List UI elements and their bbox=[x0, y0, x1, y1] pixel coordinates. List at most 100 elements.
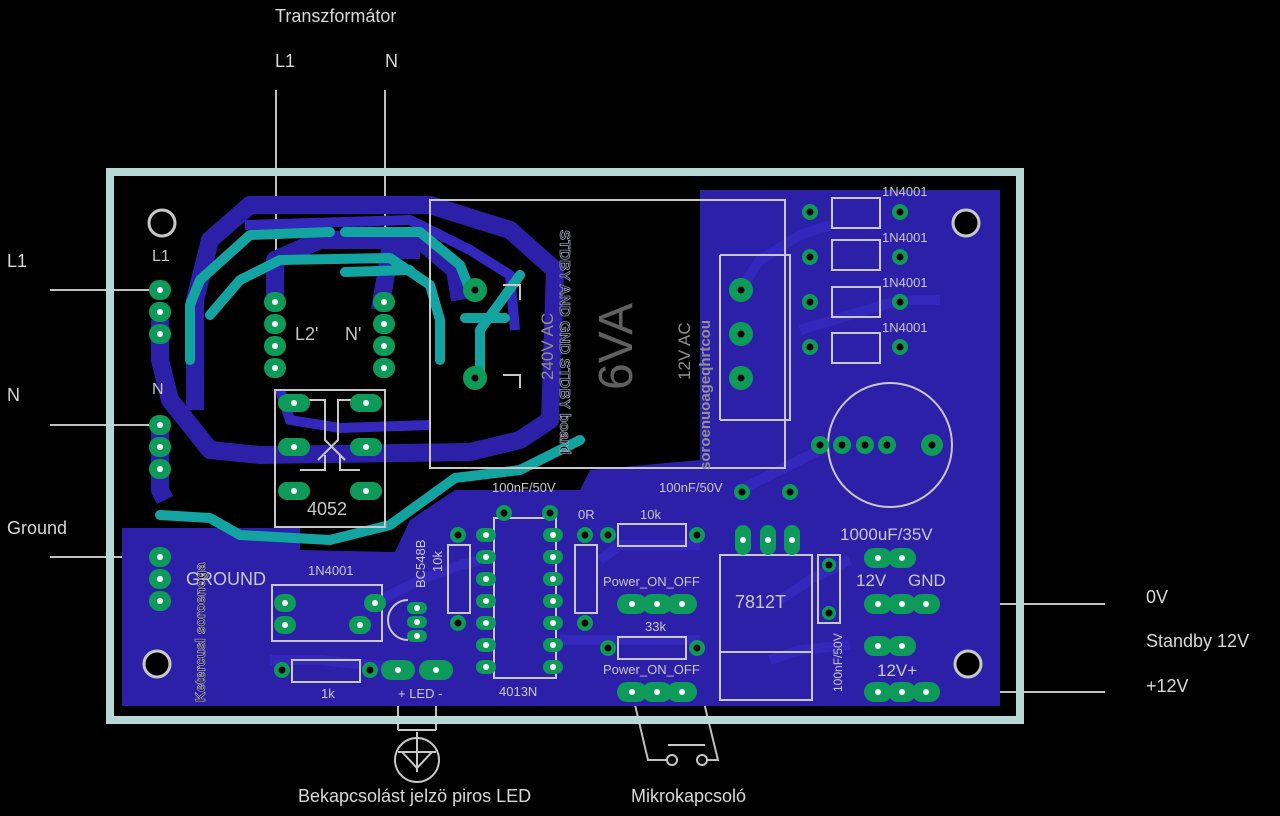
copper-right-strip bbox=[700, 190, 800, 500]
out-12vplus-label: 12V+ bbox=[877, 661, 917, 680]
pad-np-0-drill bbox=[381, 299, 387, 305]
pad-np-1-drill bbox=[381, 321, 387, 327]
res-0r-outline bbox=[574, 544, 598, 614]
pad-sw2-1-drill bbox=[629, 689, 635, 695]
cap-c3-outline bbox=[817, 554, 841, 624]
switch-2-label: Power_ON_OFF bbox=[603, 662, 700, 677]
pad-l2p-1-drill bbox=[272, 321, 278, 327]
pad-r0r-1-drill bbox=[581, 531, 589, 539]
pad-cap-2-drill bbox=[838, 441, 846, 449]
pad-led-2-drill bbox=[433, 667, 439, 673]
pad-relay-0-drill bbox=[291, 400, 297, 406]
label-n: N bbox=[152, 381, 164, 398]
pad-n-1-drill bbox=[157, 444, 163, 450]
pad-d5-1-drill bbox=[282, 600, 288, 606]
pad-diode-a-0-drill bbox=[806, 208, 814, 216]
diode-d5-outline bbox=[271, 584, 383, 642]
pad-r10k-2-drill bbox=[454, 619, 462, 627]
pad-np-3-drill bbox=[381, 365, 387, 371]
pad-l1-0-drill bbox=[157, 287, 163, 293]
res-10kv-label: 10k bbox=[430, 551, 445, 572]
pad-diode-k-2-drill bbox=[896, 298, 904, 306]
pad-reg-0-drill bbox=[740, 537, 746, 543]
transformer-n-label: N bbox=[385, 51, 398, 71]
pad-ic-r-6-drill bbox=[550, 664, 556, 670]
relay-label: 4052 bbox=[307, 499, 347, 519]
pad-relay-4-drill bbox=[291, 488, 297, 494]
pad-reg-1-drill bbox=[765, 537, 771, 543]
pad-diode-k-1-drill bbox=[896, 253, 904, 261]
pad-xfmr-s1-drill bbox=[737, 286, 745, 294]
pad-ic-l-2-drill bbox=[483, 576, 489, 582]
pad-d5-4-drill bbox=[357, 622, 363, 628]
pad-diode-k-0-drill bbox=[896, 208, 904, 216]
pad-sw2-2-drill bbox=[654, 689, 660, 695]
pad-diode-a-3-drill bbox=[806, 343, 814, 351]
label-l1: L1 bbox=[152, 248, 170, 265]
pad-r10kh-2-drill bbox=[693, 531, 701, 539]
transformer-title: Transzformátor bbox=[275, 6, 397, 26]
pad-sw1-3-drill bbox=[679, 601, 685, 607]
pad-transistor-2-drill bbox=[414, 633, 420, 639]
pad-diode-a-2-drill bbox=[806, 298, 814, 306]
switch-caption: Mikrokapcsoló bbox=[631, 786, 747, 806]
res-33k-outline bbox=[617, 636, 687, 660]
pad-out-3-drill bbox=[899, 601, 905, 607]
transformer-outline bbox=[429, 199, 791, 469]
pad-l1-2-drill bbox=[157, 331, 163, 337]
pad-relay-5-drill bbox=[363, 488, 369, 494]
transformer-l1-label: L1 bbox=[275, 51, 296, 71]
pad-sw1-2-drill bbox=[654, 601, 660, 607]
pad-l2p-3-drill bbox=[272, 365, 278, 371]
top-traces bbox=[155, 227, 585, 545]
pad-ic-l-3-drill bbox=[483, 598, 489, 604]
pad-ic-r-4-drill bbox=[550, 620, 556, 626]
pad-r0r-2-drill bbox=[581, 619, 589, 627]
pad-c2-1-drill bbox=[738, 488, 746, 496]
pad-l2p-0-drill bbox=[272, 299, 278, 305]
led-label: + LED - bbox=[398, 686, 442, 701]
relay-outline bbox=[274, 389, 386, 528]
pad-led-1-drill bbox=[395, 667, 401, 673]
pad-ic-r-5-drill bbox=[550, 642, 556, 648]
pad-out-8-drill bbox=[923, 601, 929, 607]
pad-c2-2-drill bbox=[786, 488, 794, 496]
mounting-holes bbox=[142, 208, 983, 679]
transistor-outline bbox=[387, 599, 409, 641]
pad-r33k-2-drill bbox=[693, 644, 701, 652]
pad-out-7-drill bbox=[899, 689, 905, 695]
transformer-primary-label: 240V AC bbox=[538, 313, 557, 380]
pad-cap-5-drill bbox=[928, 441, 936, 449]
pad-out-1-drill bbox=[899, 555, 905, 561]
pad-ground-1-drill bbox=[157, 576, 163, 582]
pads bbox=[149, 204, 943, 702]
transformer-brand: soroenuoageqhrtcou bbox=[697, 320, 714, 470]
pad-cap-1-drill bbox=[816, 441, 824, 449]
pad-ic-r-0-drill bbox=[550, 532, 556, 538]
pad-d5-2-drill bbox=[372, 600, 378, 606]
pad-ic-l-0-drill bbox=[483, 532, 489, 538]
out-12v-external-label: +12V bbox=[1146, 676, 1189, 696]
pad-xfmr-p1-drill bbox=[471, 286, 479, 294]
pad-out-0-drill bbox=[875, 555, 881, 561]
copper-layer bbox=[122, 190, 1000, 706]
pad-sw2-3-drill bbox=[679, 689, 685, 695]
pad-out-6-drill bbox=[875, 689, 881, 695]
ic-label: 4013N bbox=[499, 684, 537, 699]
pad-cap-3-drill bbox=[861, 441, 869, 449]
pad-xfmr-p2-drill bbox=[471, 374, 479, 382]
pad-out-5-drill bbox=[899, 643, 905, 649]
trace-relay-feed bbox=[205, 253, 445, 365]
pad-c1-1-drill bbox=[500, 509, 508, 517]
pad-relay-1-drill bbox=[363, 400, 369, 406]
pad-n-2-drill bbox=[157, 466, 163, 472]
pad-reg-2-drill bbox=[789, 537, 795, 543]
side-right-label: STDBY AND GND STDBY board bbox=[556, 230, 573, 455]
res-1k-outline bbox=[291, 659, 361, 683]
pad-r33k-1-drill bbox=[604, 644, 612, 652]
pad-l2p-2-drill bbox=[272, 343, 278, 349]
res-10kv-outline bbox=[447, 544, 471, 614]
pad-ground-0-drill bbox=[157, 554, 163, 560]
pad-relay-3-drill bbox=[363, 444, 369, 450]
